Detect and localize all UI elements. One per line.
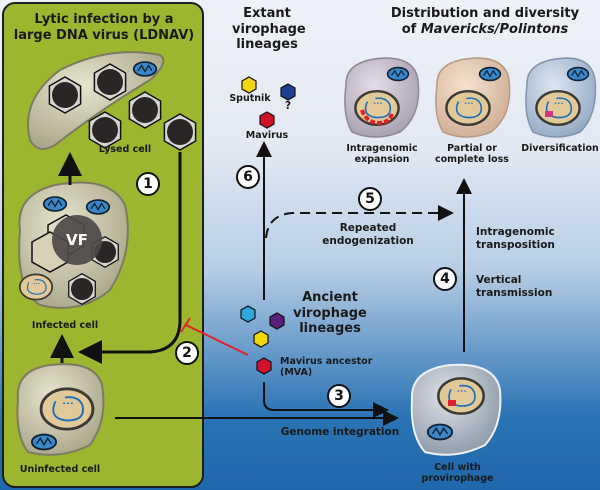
mitochondrion-icon xyxy=(132,61,158,77)
mitochondrion-icon xyxy=(42,196,68,212)
mavirus-icon xyxy=(259,111,275,129)
arrow-mva-integration xyxy=(263,382,389,418)
lytic-panel-title: Lytic infection by a large DNA virus (LD… xyxy=(5,12,203,43)
mva-label: Mavirus ancestor (MVA) xyxy=(280,356,372,379)
lysed-cell-label: Lysed cell xyxy=(98,144,152,155)
mitochondrion-icon xyxy=(478,66,502,82)
uninfected-cell-label: Uninfected cell xyxy=(19,464,101,475)
label-line: endogenization xyxy=(322,234,414,247)
ancient-virophage-purple-icon xyxy=(269,312,285,330)
title-line: lineages xyxy=(299,321,361,337)
provirophage-cell-label: Cell with provirophage xyxy=(421,462,494,485)
nucleus-icon xyxy=(535,89,581,127)
step-4-badge: 4 xyxy=(433,267,457,291)
nucleus-icon xyxy=(437,377,485,415)
inhibition-bar xyxy=(180,317,191,333)
lysed-cell xyxy=(27,51,165,150)
step-1-badge: 1 xyxy=(136,172,160,196)
inhibition-line xyxy=(185,324,249,356)
ancient-title: Ancient virophage lineages xyxy=(290,290,370,337)
sputnik-label: Sputnik xyxy=(229,93,271,104)
ancient-virophage-yellow-icon xyxy=(253,330,269,348)
intragenomic-transposition-label: Intragenomic transposition xyxy=(476,226,555,251)
unknown-virophage-icon xyxy=(280,83,296,101)
title-line: of Mavericks/Polintons xyxy=(380,22,590,38)
title-line: large DNA virus (LDNAV) xyxy=(13,27,195,43)
ancient-virophage-cyan-icon xyxy=(240,305,256,323)
repeated-endogenization-label: Repeated endogenization xyxy=(318,222,418,247)
label-line: transposition xyxy=(476,238,555,251)
diversified-element xyxy=(545,111,553,117)
arrow-repeated-endogenization xyxy=(265,205,454,239)
title-line: Extant xyxy=(243,6,291,21)
mavirus-label: Mavirus xyxy=(245,130,289,141)
step-6-badge: 6 xyxy=(236,165,260,189)
label-line: Intragenomic xyxy=(476,226,555,238)
label-line: Partial or xyxy=(447,143,497,154)
mitochondrion-icon xyxy=(85,199,111,215)
expanded-element xyxy=(360,109,394,126)
label-line: expansion xyxy=(354,154,410,166)
mavirus-ancestor-icon xyxy=(256,357,272,375)
sputnik-virophage-icon xyxy=(241,76,257,94)
nucleus-icon xyxy=(39,387,95,431)
step-2-badge: 2 xyxy=(175,341,199,365)
mitochondrion-icon xyxy=(30,433,58,451)
label-line: transmission xyxy=(476,286,553,299)
mitochondrion-icon xyxy=(426,423,454,441)
step-3-badge: 3 xyxy=(327,384,351,408)
genome-integration-label: Genome integration xyxy=(280,426,400,438)
arrow-reinfection-loop xyxy=(78,152,182,364)
label-line: Repeated xyxy=(339,222,397,234)
title-italic: Mavericks/Polintons xyxy=(420,21,569,37)
provirophage-element xyxy=(448,400,456,406)
title-line: virophage xyxy=(232,21,306,37)
nucleus-icon xyxy=(354,89,400,127)
unknown-virophage-label: ? xyxy=(284,100,292,112)
label-line: Intragenomic xyxy=(346,143,418,154)
label-line: Mavirus ancestor xyxy=(280,356,373,367)
infected-cell-label: Infected cell xyxy=(31,320,99,331)
title-line: Lytic infection by a xyxy=(34,12,174,27)
mitochondrion-icon xyxy=(566,66,590,82)
viral-factory xyxy=(52,215,102,265)
title-line: Ancient xyxy=(302,290,358,305)
diversification-label: Diversification xyxy=(521,143,599,154)
intragenomic-expansion-label: Intragenomic expansion xyxy=(340,143,424,166)
mitochondrion-icon xyxy=(386,66,410,82)
label-line: complete loss xyxy=(435,154,509,166)
title-line: virophage xyxy=(293,305,367,321)
vertical-transmission-label: Vertical transmission xyxy=(476,274,552,299)
title-line: lineages xyxy=(236,37,298,53)
extant-title: Extant virophage lineages xyxy=(232,6,306,53)
partial-loss-label: Partial or complete loss xyxy=(430,143,514,166)
nucleus-icon xyxy=(445,89,491,127)
distribution-title: Distribution and diversity of Mavericks/… xyxy=(380,6,590,37)
label-line: Vertical xyxy=(476,274,522,286)
nucleus-icon xyxy=(18,273,54,301)
label-line: (MVA) xyxy=(280,367,313,379)
viral-factory-label: VF xyxy=(66,231,88,249)
title-line: Distribution and diversity xyxy=(390,6,580,21)
title-prefix: of xyxy=(401,21,421,37)
step-5-badge: 5 xyxy=(358,187,382,211)
